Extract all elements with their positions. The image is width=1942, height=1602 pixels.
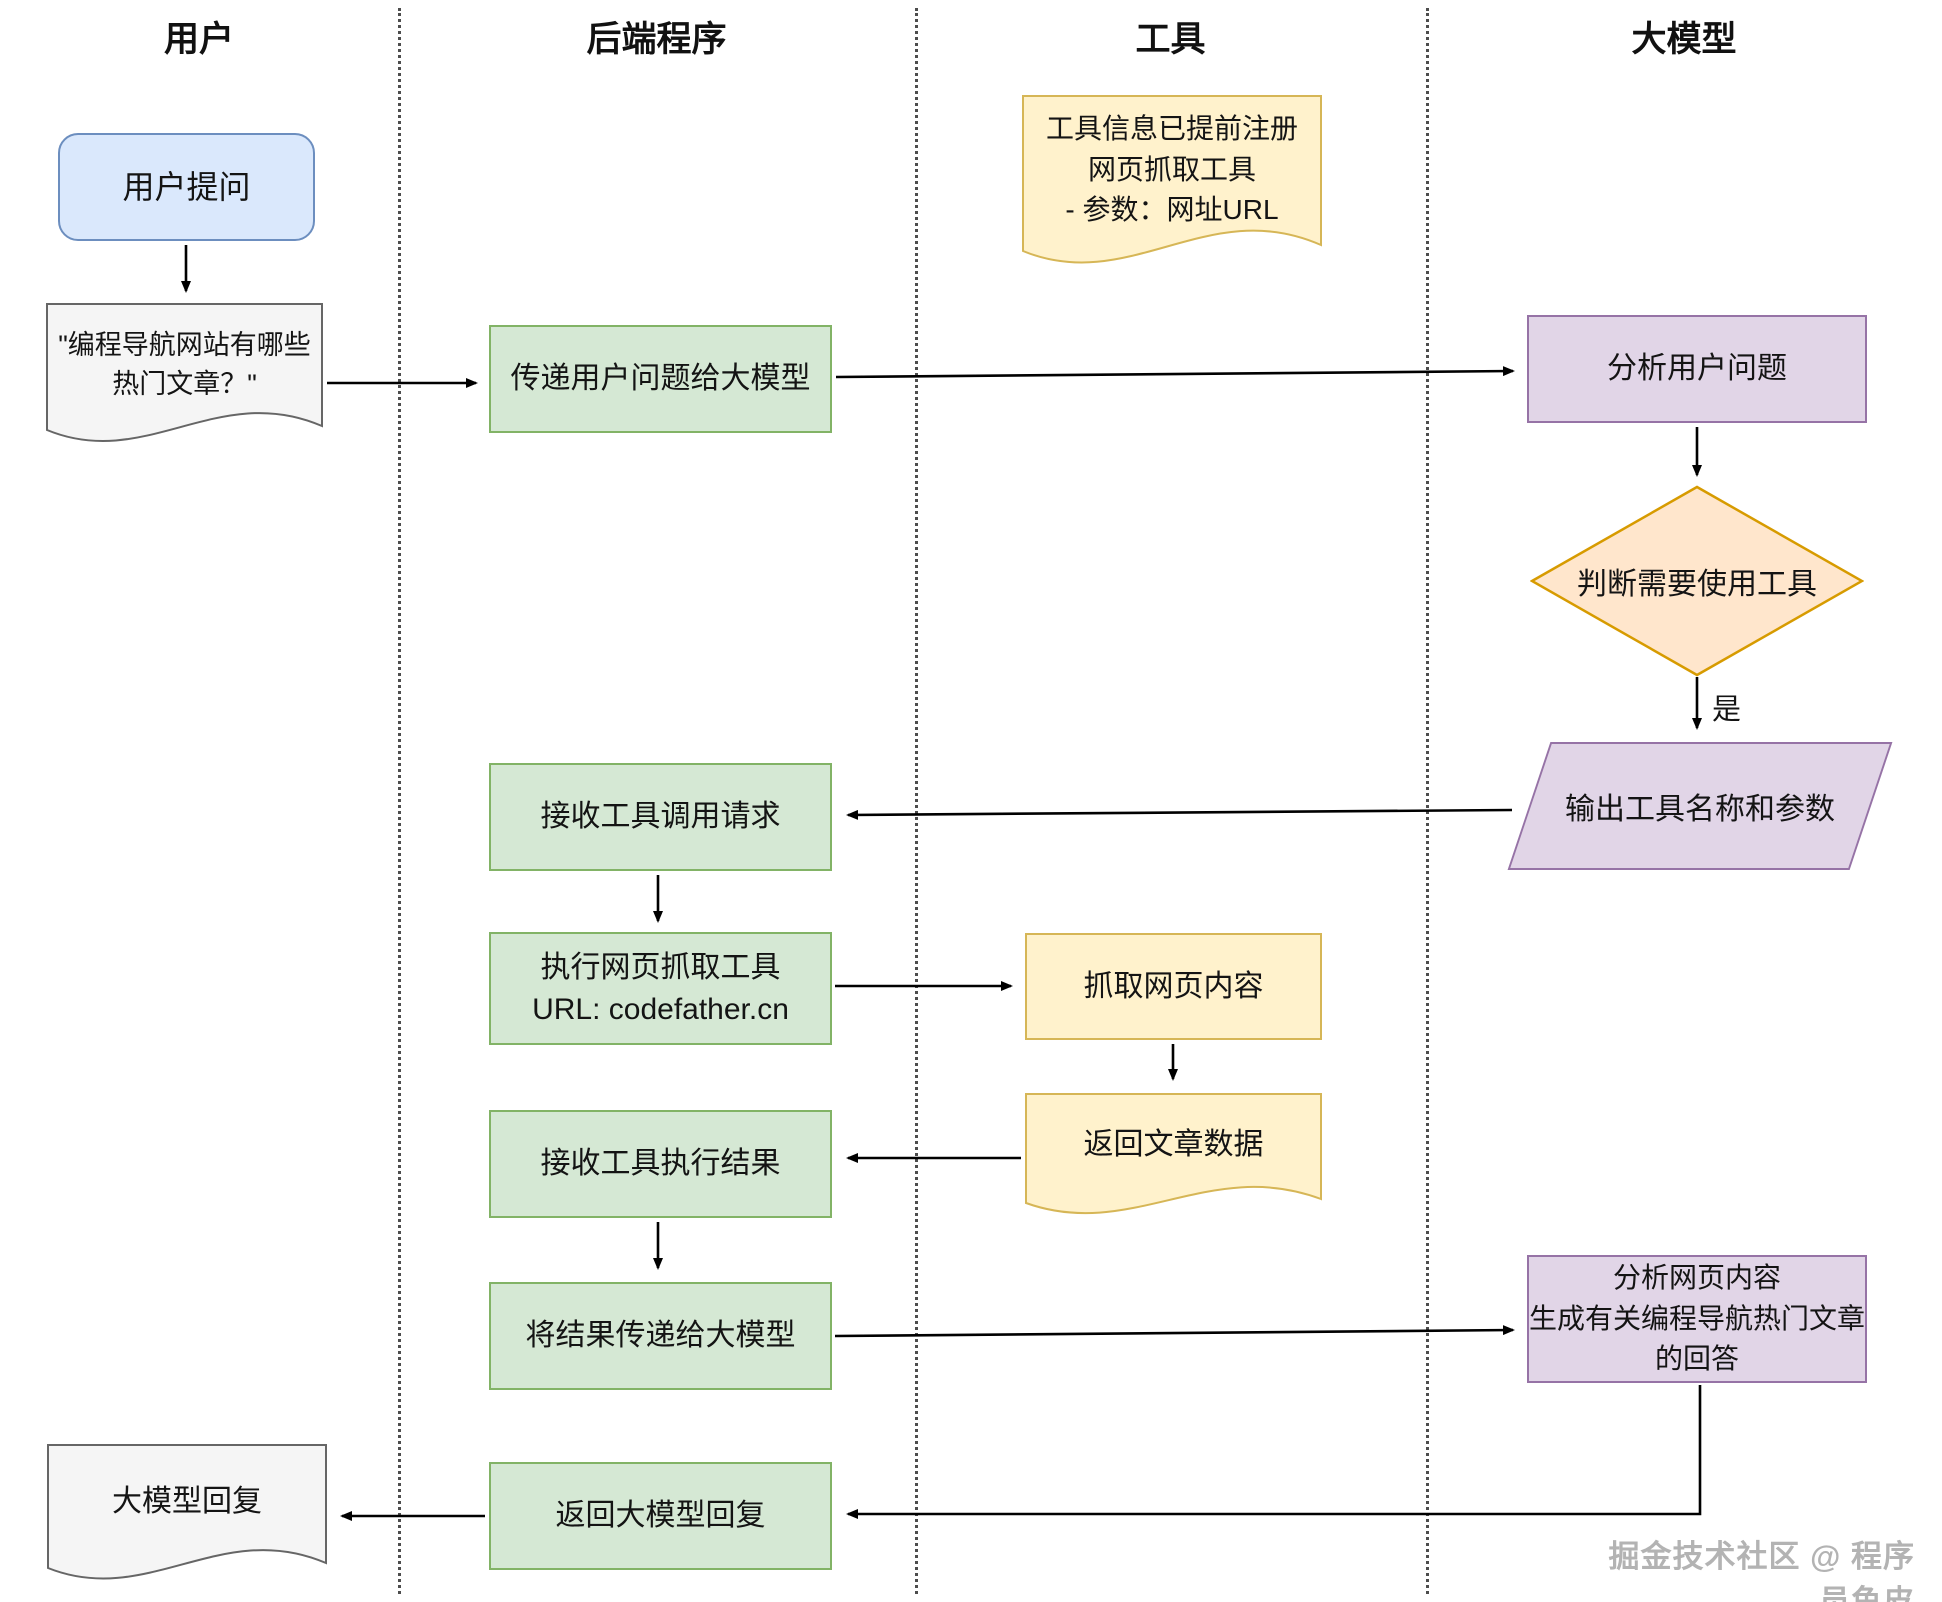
node-pass-question: 传递用户问题给大模型 bbox=[489, 325, 832, 433]
node-decide-tool: 判断需要使用工具 bbox=[1529, 485, 1865, 682]
node-scrape-web-content: 抓取网页内容 bbox=[1025, 933, 1322, 1040]
lane-header-tool: 工具 bbox=[1135, 19, 1206, 59]
document-shape bbox=[1025, 1093, 1322, 1215]
diamond-label: 判断需要使用工具 bbox=[1577, 568, 1817, 601]
lane-divider-1 bbox=[398, 8, 401, 1594]
edge-passresult-to-analyzecontent bbox=[834, 1325, 1515, 1338]
edge-label-yes: 是 bbox=[1712, 694, 1742, 726]
diamond-shape bbox=[1529, 485, 1865, 677]
doc-label: 大模型回复 bbox=[112, 1485, 262, 1519]
lane-header-llm: 大模型 bbox=[1631, 19, 1737, 59]
lane-divider-3 bbox=[1426, 8, 1429, 1594]
node-receive-tool-result: 接收工具执行结果 bbox=[489, 1110, 832, 1218]
node-analyze-web-content: 分析网页内容 生成有关编程导航热门文章 的回答 bbox=[1527, 1255, 1867, 1383]
node-llm-reply-doc: 大模型回复 bbox=[47, 1444, 327, 1594]
node-output-tool-params: 输出工具名称和参数 bbox=[1507, 742, 1893, 870]
node-return-article-data: 返回文章数据 bbox=[1025, 1093, 1322, 1225]
watermark: 掘金技术社区 @ 程序员鱼皮 bbox=[1608, 1539, 1915, 1602]
lane-header-user: 用户 bbox=[163, 19, 234, 59]
doc-label: "编程导航网站有哪些热门文章？" bbox=[58, 329, 311, 399]
document-shape bbox=[1022, 95, 1322, 264]
node-execute-scrape-tool: 执行网页抓取工具 URL: codefather.cn bbox=[489, 932, 832, 1045]
node-receive-tool-request: 接收工具调用请求 bbox=[489, 763, 832, 871]
document-shape bbox=[47, 1444, 327, 1580]
lane-divider-2 bbox=[915, 8, 918, 1594]
node-return-llm-reply: 返回大模型回复 bbox=[489, 1462, 832, 1570]
node-analyze-question: 分析用户问题 bbox=[1527, 315, 1867, 423]
lane-header-backend: 后端程序 bbox=[586, 19, 727, 59]
node-tool-note: 工具信息已提前注册 网页抓取工具 - 参数：网址URL bbox=[1022, 95, 1322, 277]
edge-passquestion-to-analyze bbox=[835, 366, 1515, 379]
edge-output-to-receiverequest bbox=[846, 808, 1513, 820]
node-user-question: 用户提问 bbox=[58, 133, 315, 241]
document-shape bbox=[46, 303, 323, 442]
doc-label: 工具信息已提前注册 网页抓取工具 - 参数：网址URL bbox=[1045, 113, 1298, 226]
parallelogram-label: 输出工具名称和参数 bbox=[1565, 793, 1835, 826]
node-user-question-doc: "编程导航网站有哪些热门文章？" bbox=[46, 303, 323, 455]
edge-analyzecontent-to-returnreply bbox=[846, 1385, 1702, 1519]
doc-label: 返回文章数据 bbox=[1083, 1128, 1264, 1162]
node-pass-result-to-llm: 将结果传递给大模型 bbox=[489, 1282, 832, 1390]
